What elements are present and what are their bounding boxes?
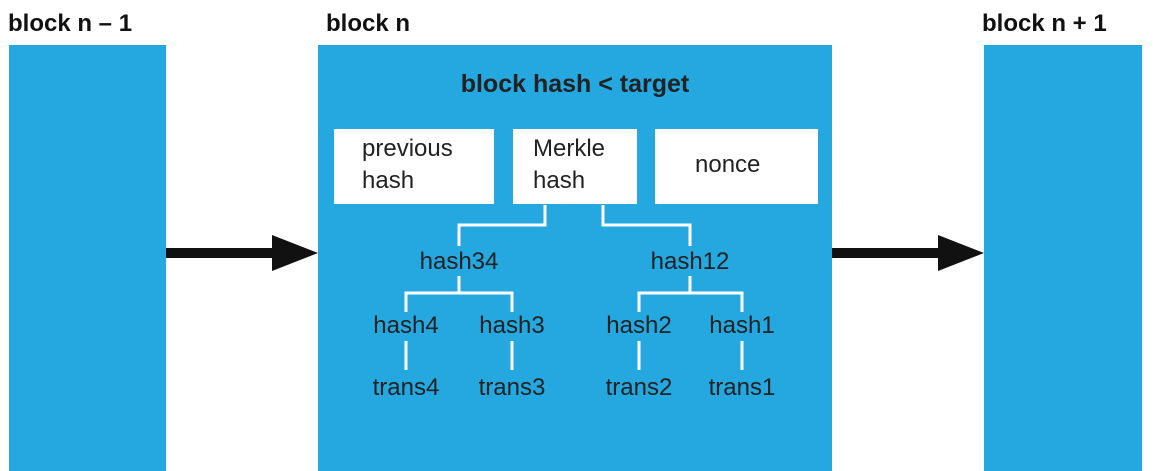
trans3-node: trans3 [478,374,546,401]
previous-hash-box: previous hash [334,129,494,204]
hash1-node: hash1 [709,312,775,339]
block-next [984,45,1142,471]
hash4-node: hash4 [373,312,439,339]
hash12-node: hash12 [650,248,730,275]
block-hash-condition: block hash < target [460,70,690,98]
block-prev [9,45,166,471]
nonce-label: nonce [695,151,761,178]
trans4-node: trans4 [372,374,440,401]
merkle-hash-line2: hash [533,167,586,194]
previous-hash-line1: previous [362,135,453,162]
nonce-box: nonce [655,129,818,204]
arrow-current-to-next [832,235,984,271]
trans1-node: trans1 [708,374,776,401]
trans2-node: trans2 [605,374,673,401]
hash3-node: hash3 [479,312,545,339]
merkle-hash-line1: Merkle [533,135,606,162]
merkle-tree-lines [404,205,744,370]
block-current [318,45,832,471]
hash2-node: hash2 [606,312,672,339]
block-prev-label: block n – 1 [8,10,133,37]
arrow-prev-to-current [166,235,318,271]
block-current-label: block n [326,10,411,37]
previous-hash-line2: hash [362,167,415,194]
hash34-node: hash34 [419,248,499,275]
merkle-hash-box: Merkle hash [513,129,637,204]
block-next-label: block n + 1 [982,10,1107,37]
